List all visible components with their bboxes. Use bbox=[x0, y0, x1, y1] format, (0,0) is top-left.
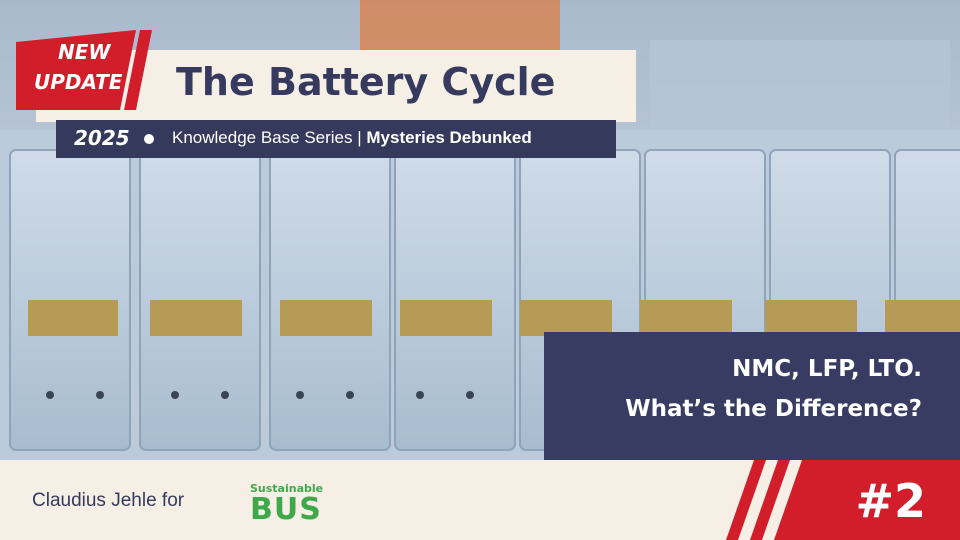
author-credit: Claudius Jehle for bbox=[32, 490, 185, 511]
logo-top-text: Sustainable bbox=[250, 482, 324, 495]
badge-shape bbox=[16, 30, 152, 110]
logo-bus-text: BUS bbox=[250, 492, 322, 527]
question-line2: What’s the Difference? bbox=[625, 396, 922, 422]
question-line1: NMC, LFP, LTO. bbox=[732, 356, 922, 382]
new-update-badge: NEW UPDATE bbox=[16, 30, 156, 110]
episode-badge: #2 bbox=[700, 460, 960, 540]
series-label: Knowledge Base Series | Mysteries Debunk… bbox=[172, 128, 532, 148]
episode-shape bbox=[726, 460, 960, 540]
question-box: NMC, LFP, LTO. What’s the Difference? bbox=[544, 332, 960, 460]
series-prefix: Knowledge Base Series | bbox=[172, 128, 367, 147]
sustainable-bus-logo: Sustainable BUS bbox=[250, 482, 330, 530]
series-highlight: Mysteries Debunked bbox=[366, 128, 532, 147]
bullet-dot bbox=[144, 134, 154, 144]
episode-number: #2 bbox=[855, 474, 926, 528]
badge-line1: NEW bbox=[58, 40, 111, 64]
page-title: The Battery Cycle bbox=[176, 60, 556, 104]
badge-line2: UPDATE bbox=[34, 70, 123, 94]
year-label: 2025 bbox=[74, 126, 130, 150]
subtitle-bar: 2025 Knowledge Base Series | Mysteries D… bbox=[56, 120, 616, 158]
